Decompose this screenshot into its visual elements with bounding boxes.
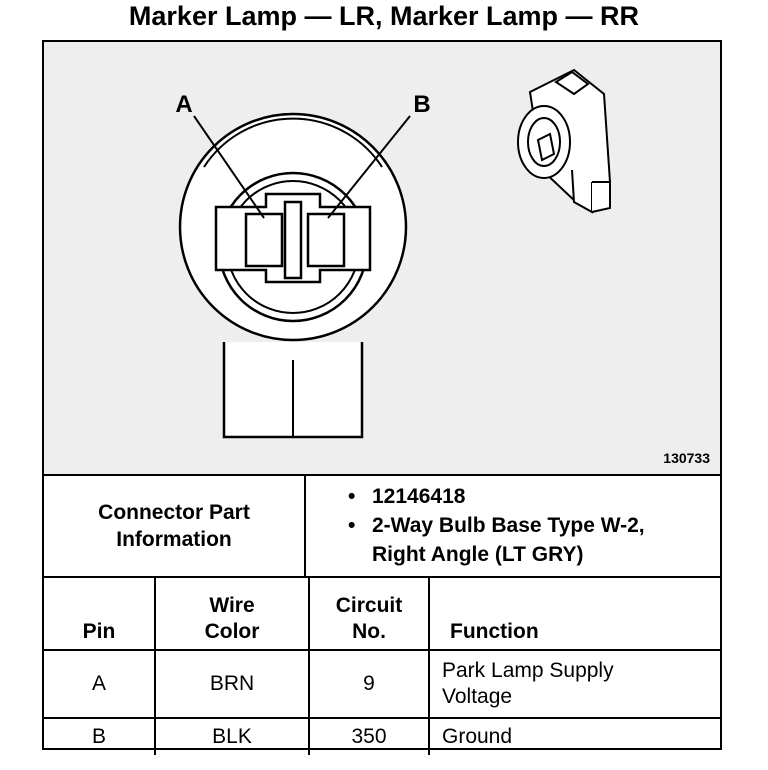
header-wire-line1: Wire bbox=[209, 594, 255, 617]
connector-info-list: 12146418 2-Way Bulb Base Type W-2, Right … bbox=[344, 482, 645, 569]
connector-diagram: A B 130733 bbox=[44, 42, 720, 476]
connector-info-label: Connector Part Information bbox=[44, 476, 306, 576]
leader-line-a bbox=[193, 115, 265, 219]
connector-iso-view bbox=[517, 68, 612, 214]
connector-type: 2-Way Bulb Base Type W-2, Right Angle (LT… bbox=[344, 511, 645, 569]
connector-info-row: Connector Part Information 12146418 2-Wa… bbox=[44, 476, 720, 578]
connector-info-label-line2: Information bbox=[116, 528, 232, 551]
connector-drawing: A B bbox=[175, 68, 612, 439]
cell-pin: B bbox=[44, 717, 156, 755]
connector-sheet: A B 130733 Connector Part Information 12… bbox=[42, 40, 722, 755]
connector-type-line2: Right Angle (LT GRY) bbox=[372, 543, 584, 566]
cell-function: Ground bbox=[428, 717, 720, 755]
cell-function-line2: Voltage bbox=[442, 685, 513, 708]
cell-circuit: 350 bbox=[308, 717, 430, 755]
pin-label-b: B bbox=[413, 91, 430, 118]
cell-wire-color: BLK bbox=[154, 717, 310, 755]
page-title: Marker Lamp — LR, Marker Lamp — RR bbox=[128, 1, 640, 31]
part-number: 12146418 bbox=[344, 482, 645, 511]
table-row: B BLK 350 Ground bbox=[44, 717, 720, 755]
terminal-b bbox=[306, 212, 346, 268]
connector-face-rim bbox=[203, 117, 383, 168]
cell-circuit: 9 bbox=[308, 649, 430, 719]
connector-type-line1: 2-Way Bulb Base Type W-2, bbox=[372, 514, 645, 537]
header-circuit-line2: No. bbox=[352, 620, 386, 643]
pin-label-a: A bbox=[175, 91, 192, 118]
leader-line-b bbox=[327, 115, 411, 219]
header-pin: Pin bbox=[44, 578, 156, 651]
cell-function-line1: Park Lamp Supply bbox=[442, 659, 614, 682]
figure-number: 130733 bbox=[663, 450, 710, 466]
header-circuit-line1: Circuit bbox=[335, 594, 403, 617]
cell-wire-color: BRN bbox=[154, 649, 310, 719]
center-key bbox=[283, 200, 303, 280]
connector-info-label-line1: Connector Part bbox=[98, 501, 250, 524]
terminal-a bbox=[244, 212, 284, 268]
header-wire-line2: Color bbox=[204, 620, 260, 643]
header-function: Function bbox=[428, 578, 720, 651]
cell-pin: A bbox=[44, 649, 156, 719]
